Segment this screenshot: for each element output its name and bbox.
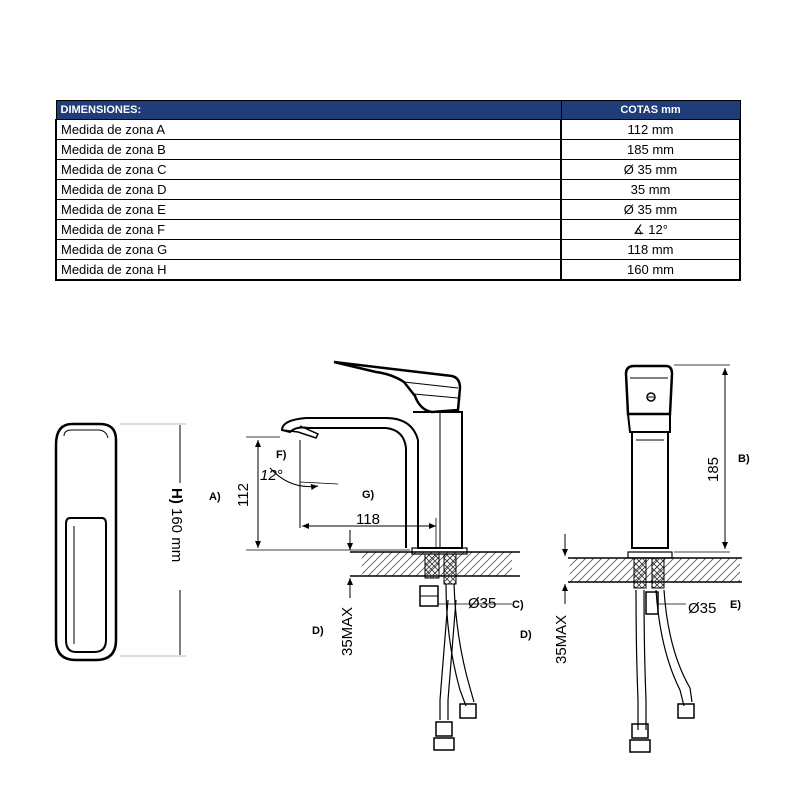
- dimensions-table: DIMENSIONES: COTAS mm Medida de zona A 1…: [55, 100, 741, 281]
- dim-d-value: 35MAX: [339, 607, 356, 656]
- row-label: Medida de zona E: [55, 199, 562, 220]
- row-value: 118 mm: [560, 239, 741, 260]
- dim-c-value: Ø35: [468, 595, 496, 612]
- label-d: D): [312, 625, 324, 637]
- front-view: [562, 364, 742, 753]
- header-cotas: COTAS mm: [560, 100, 741, 120]
- dim-g-value: 118: [356, 511, 380, 528]
- side-view: [246, 360, 520, 751]
- label-h: H): [168, 488, 185, 504]
- top-view: [54, 422, 186, 662]
- label-c: C): [512, 599, 524, 611]
- row-value: 35 mm: [560, 179, 741, 200]
- dim-h-value: 160 mm: [168, 508, 185, 562]
- label-g: G): [362, 489, 375, 501]
- label-b: B): [738, 453, 750, 465]
- header-dimensiones: DIMENSIONES:: [55, 100, 562, 120]
- row-label: Medida de zona H: [55, 259, 562, 281]
- label-f: F): [276, 449, 287, 461]
- row-value: 160 mm: [560, 259, 741, 281]
- table-row: Medida de zona E Ø 35 mm: [55, 199, 741, 220]
- label-d-front: D): [520, 629, 532, 641]
- dim-e-value: Ø35: [688, 600, 716, 617]
- row-label: Medida de zona G: [55, 239, 562, 260]
- table-row: Medida de zona H 160 mm: [55, 259, 741, 281]
- dim-a-value: 112: [235, 483, 252, 507]
- table-row: Medida de zona D 35 mm: [55, 179, 741, 200]
- label-a: A): [209, 491, 221, 503]
- table-row: Medida de zona G 118 mm: [55, 239, 741, 260]
- label-e: E): [730, 599, 741, 611]
- row-label: Medida de zona D: [55, 179, 562, 200]
- table-header-row: DIMENSIONES: COTAS mm: [55, 100, 741, 120]
- dim-d-front-value: 35MAX: [553, 615, 570, 664]
- dim-f-value: 12°: [260, 467, 283, 484]
- dim-b-value: 185: [705, 457, 722, 482]
